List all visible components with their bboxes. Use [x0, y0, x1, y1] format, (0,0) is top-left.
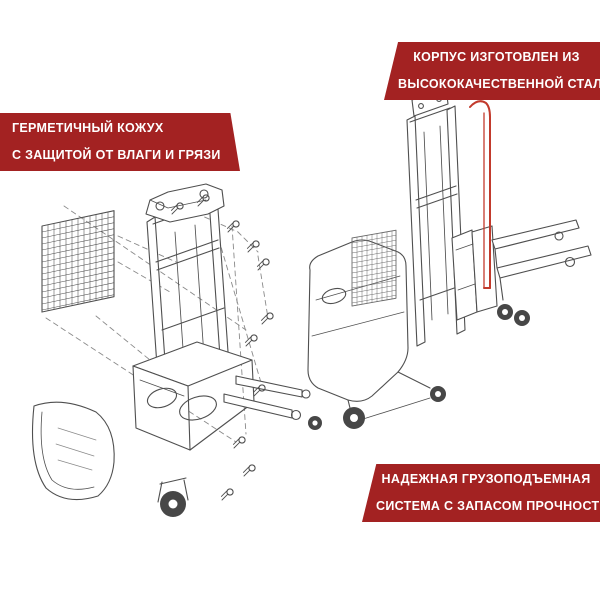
- banner-sealed-casing: ГЕРМЕТИЧНЫЙ КОЖУХ С ЗАЩИТОЙ ОТ ВЛАГИ И Г…: [0, 113, 240, 171]
- fork-carriage-assembled: [451, 219, 592, 326]
- exploded-stacker-drawing: [32, 183, 322, 517]
- banner-text-line: ВЫСОКОКАЧЕСТВЕННОЙ СТАЛИ: [398, 77, 600, 91]
- chassis-exploded: [132, 341, 255, 451]
- cover-shell: [32, 401, 115, 501]
- caster-wheel: [157, 477, 189, 517]
- banner-text-line: КОРПУС ИЗГОТОВЛЕН ИЗ: [413, 50, 580, 64]
- banner-text-line: СИСТЕМА С ЗАПАСОМ ПРОЧНОСТИ: [376, 499, 600, 513]
- banner-lifting-system: НАДЕЖНАЯ ГРУЗОПОДЪЕМНАЯ СИСТЕМА С ЗАПАСО…: [362, 464, 600, 522]
- mesh-panel-assembled: [351, 229, 397, 307]
- assembled-stacker-drawing: [307, 87, 592, 429]
- red-highlight-rod: [469, 100, 491, 289]
- banner-text-line: С ЗАЩИТОЙ ОТ ВЛАГИ И ГРЯЗИ: [12, 148, 221, 162]
- banner-steel-body: КОРПУС ИЗГОТОВЛЕН ИЗ ВЫСОКОКАЧЕСТВЕННОЙ …: [384, 42, 600, 100]
- forks-exploded: [223, 375, 322, 430]
- banner-text-line: НАДЕЖНАЯ ГРУЗОПОДЪЕМНАЯ: [381, 472, 591, 486]
- banner-text-line: ГЕРМЕТИЧНЫЙ КОЖУХ: [12, 121, 164, 135]
- mesh-panel-exploded: [41, 210, 115, 313]
